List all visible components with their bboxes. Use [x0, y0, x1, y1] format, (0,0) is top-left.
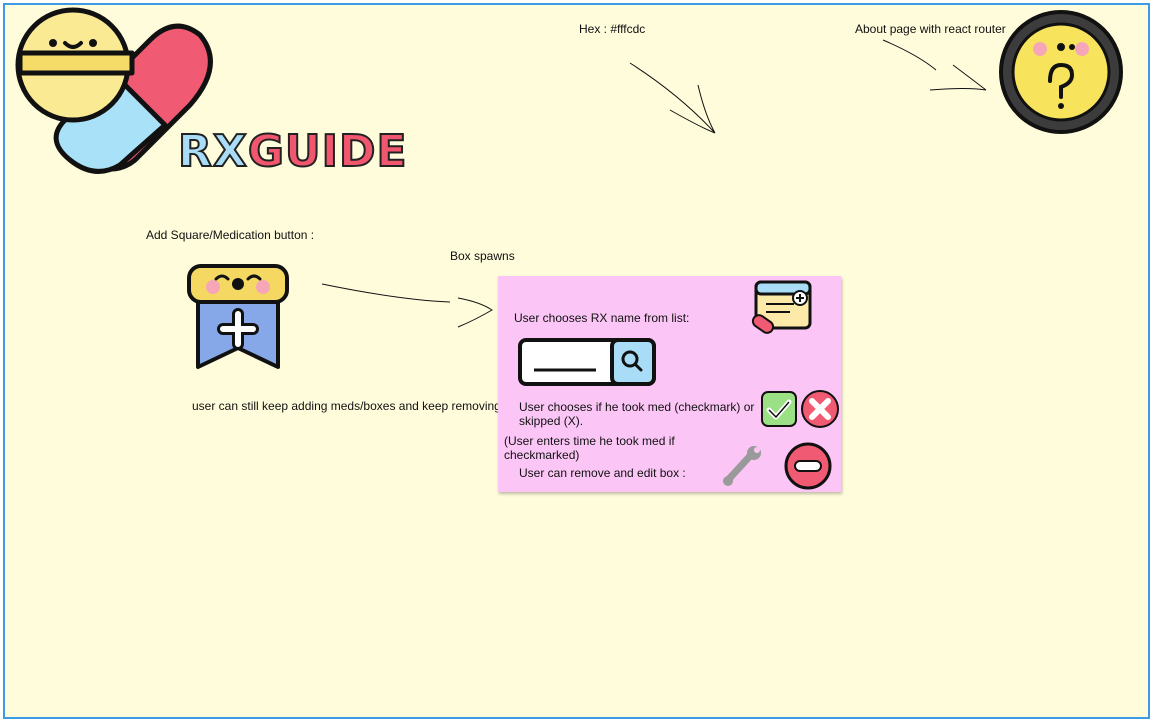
took-med-text-line2: skipped (X).	[519, 414, 583, 428]
add-medication-icon[interactable]	[186, 262, 290, 374]
search-bar-icon[interactable]	[518, 338, 656, 386]
wrench-icon[interactable]	[720, 444, 764, 488]
hex-arrow	[620, 55, 730, 145]
logo-rx-text: RX	[178, 126, 248, 177]
prescription-note-icon	[750, 280, 814, 336]
keep-adding-note: user can still keep adding meds/boxes an…	[192, 399, 501, 413]
question-face-icon	[998, 9, 1124, 135]
logo-guide-text: GUIDE	[248, 126, 408, 177]
logo-wordmark: RXGUIDE	[178, 126, 408, 177]
spawn-arrow	[320, 280, 500, 335]
checkmark-icon[interactable]	[760, 390, 798, 428]
add-button-note: Add Square/Medication button :	[146, 228, 314, 242]
remove-edit-text: User can remove and edit box :	[519, 466, 686, 480]
hex-note: Hex : #fffcdc	[579, 22, 645, 36]
medication-box: User chooses RX name from list: User cho…	[498, 276, 841, 492]
x-icon[interactable]	[800, 389, 840, 429]
box-spawns-note: Box spawns	[450, 249, 515, 263]
took-med-text-line1: User chooses if he took med (checkmark) …	[519, 400, 754, 414]
about-arrow	[878, 35, 998, 100]
about-page-note: About page with react router	[855, 22, 1006, 36]
remove-minus-icon[interactable]	[784, 442, 832, 490]
enter-time-text-line1: (User enters time he took med if	[504, 434, 675, 448]
enter-time-text-line2: checkmarked)	[504, 448, 579, 462]
choose-rx-text: User chooses RX name from list:	[514, 311, 689, 325]
